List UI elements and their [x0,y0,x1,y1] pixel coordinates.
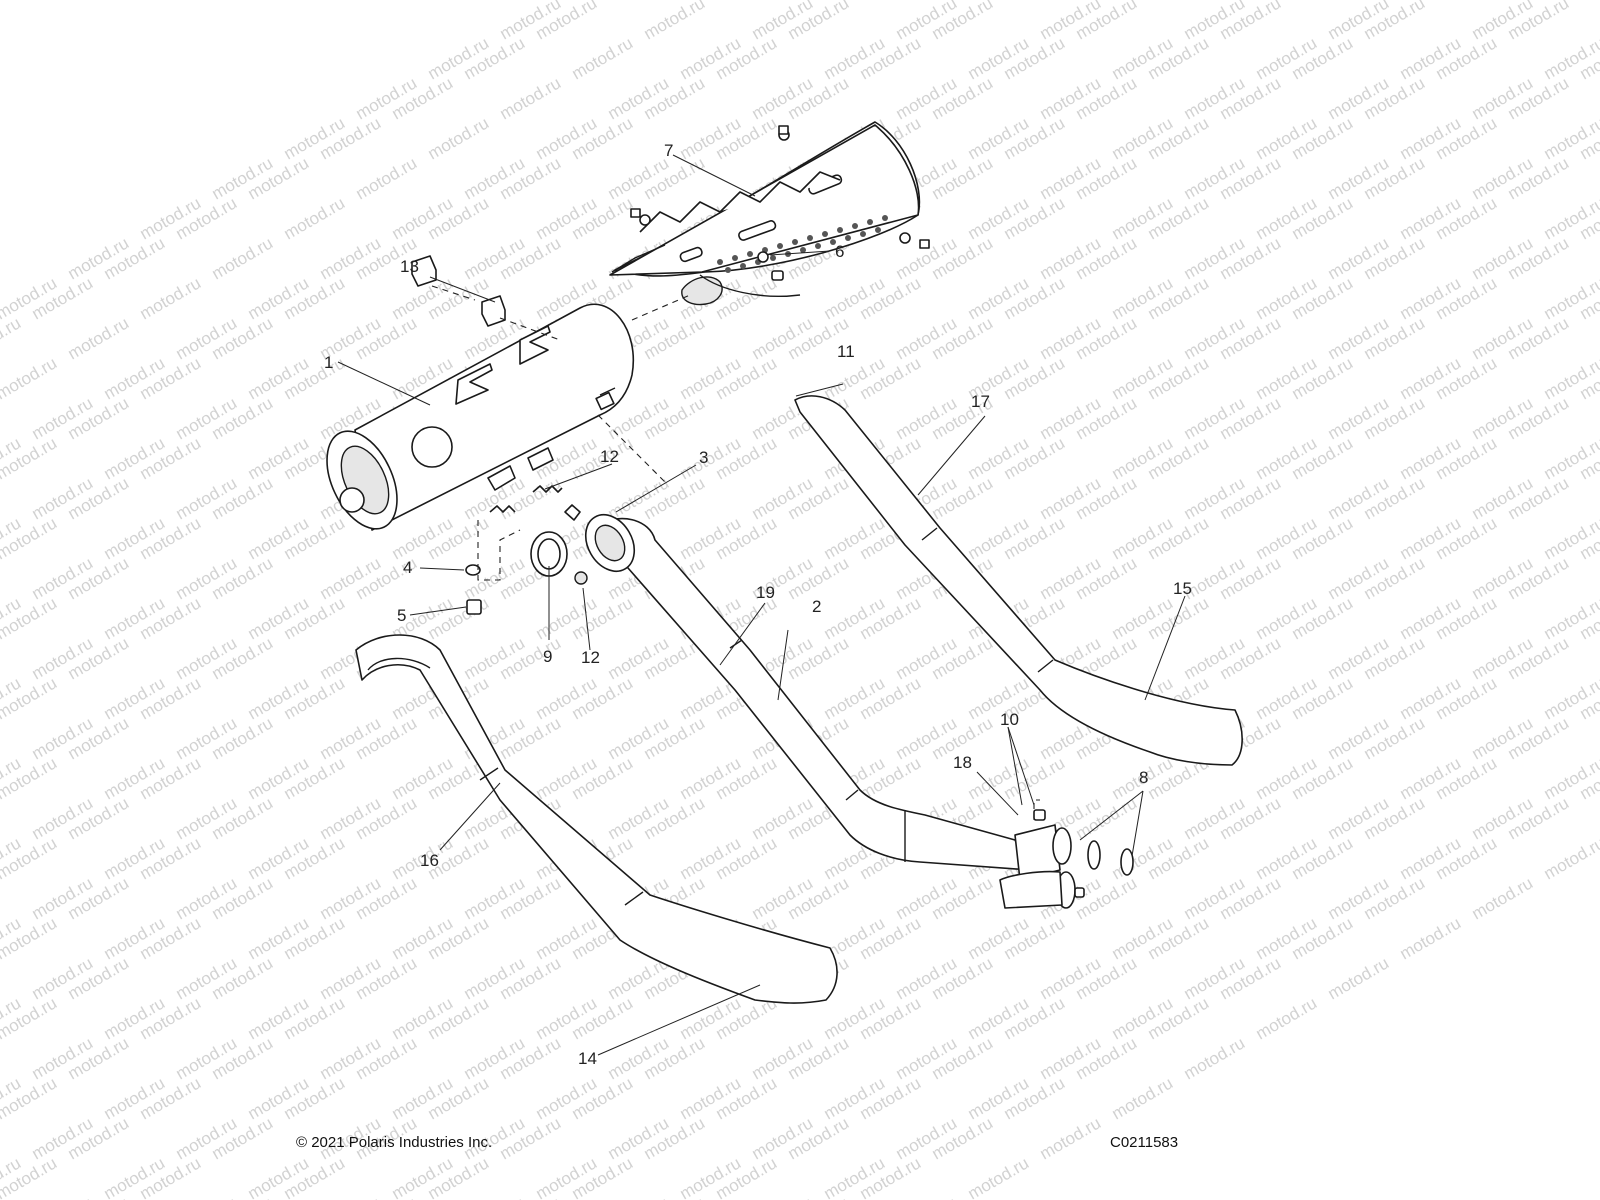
watermark-text: motod.ru [1325,953,1393,1003]
watermark-text: motod.ru [1289,0,1357,3]
watermark-text: motod.ru [1577,0,1600,3]
watermark-text: motod.ru [0,313,24,363]
left-pipe [355,634,838,1004]
callouts: 1 2 3 4 5 6 7 8 9 10 11 12 12 13 14 15 1… [324,141,1192,1068]
watermark-text: motod.ru [497,73,565,123]
watermark-text: motod.ru [1253,993,1321,1043]
watermark-text: motod.ru [353,153,421,203]
watermark-text: motod.ru [1181,1033,1249,1083]
watermark-text: motod.ru [785,1193,853,1200]
leader-lines [337,154,1186,1056]
watermark-text: motod.ru [605,0,673,3]
callout-8: 8 [1139,768,1148,787]
callout-13: 13 [400,257,419,276]
callout-15: 15 [1173,579,1192,598]
watermark-text: motod.ru [1541,833,1600,883]
callout-16: 16 [420,851,439,870]
callout-7: 7 [664,141,673,160]
watermark-text: motod.ru [857,0,925,3]
watermark-text: motod.ru [461,1193,529,1200]
watermark-text: motod.ru [1469,873,1537,923]
watermark-text: motod.ru [65,313,133,363]
callout-19: 19 [756,583,775,602]
rubber-isolators [411,255,506,327]
watermark-text: motod.ru [173,1193,241,1200]
watermark-text: motod.ru [1001,0,1069,3]
callout-1: 1 [324,353,333,372]
watermark-text: motod.ru [65,1193,133,1200]
watermark-text: motod.ru [353,1193,421,1200]
callout-12-lower: 12 [581,648,600,667]
watermark-text: motod.ru [893,1193,961,1200]
watermark-text: motod.ru [425,113,493,163]
callout-11: 11 [837,342,855,361]
watermark-text: motod.ru [1037,1113,1105,1163]
watermark-text: motod.ru [1145,0,1213,3]
watermark-text: motod.ru [605,1193,673,1200]
watermark-text: motod.ru [569,33,637,83]
callout-5: 5 [397,606,406,625]
callout-10: 10 [1000,710,1019,729]
callout-14: 14 [578,1049,597,1068]
watermark-text: motod.ru [281,193,349,243]
assembly-lines [431,285,1040,820]
watermark-text: motod.ru [1433,0,1501,3]
callout-3: 3 [699,448,708,467]
shield-vent-holes [717,215,888,273]
watermark-text: motod.ru [0,353,60,403]
heat-shield [609,121,921,306]
callout-2: 2 [812,597,821,616]
callout-9: 9 [543,647,552,666]
callout-12-upper: 12 [600,447,619,466]
callout-18: 18 [953,753,972,772]
watermark-text: motod.ru [749,1193,817,1200]
watermark-text: motod.ru [137,273,205,323]
watermark-text: motod.ru [965,1153,1033,1200]
callout-17: 17 [971,392,990,411]
watermark-text: motod.ru [1397,913,1465,963]
callout-6: 6 [835,242,844,261]
watermark-text: motod.ru [641,1193,709,1200]
head-pipe [584,513,1134,909]
watermark-text: motod.ru [29,1193,97,1200]
callout-4: 4 [403,558,412,577]
springs-and-hardware [465,485,588,615]
watermark-text: motod.ru [713,0,781,3]
watermark-text: motod.ru [497,1193,565,1200]
watermark-text: motod.ru [641,0,709,43]
watermark-text: motod.ru [209,233,277,283]
right-pipe [794,395,1243,766]
diagram-code: C0211583 [1110,1134,1179,1151]
watermark-text: motod.ru [1109,1073,1177,1123]
shield-fasteners [630,125,930,281]
watermark-text: motod.ru [317,1193,385,1200]
watermark-text: motod.ru [209,1193,277,1200]
muffler [326,303,635,531]
copyright-text: © 2021 Polaris Industries Inc. [296,1134,493,1151]
